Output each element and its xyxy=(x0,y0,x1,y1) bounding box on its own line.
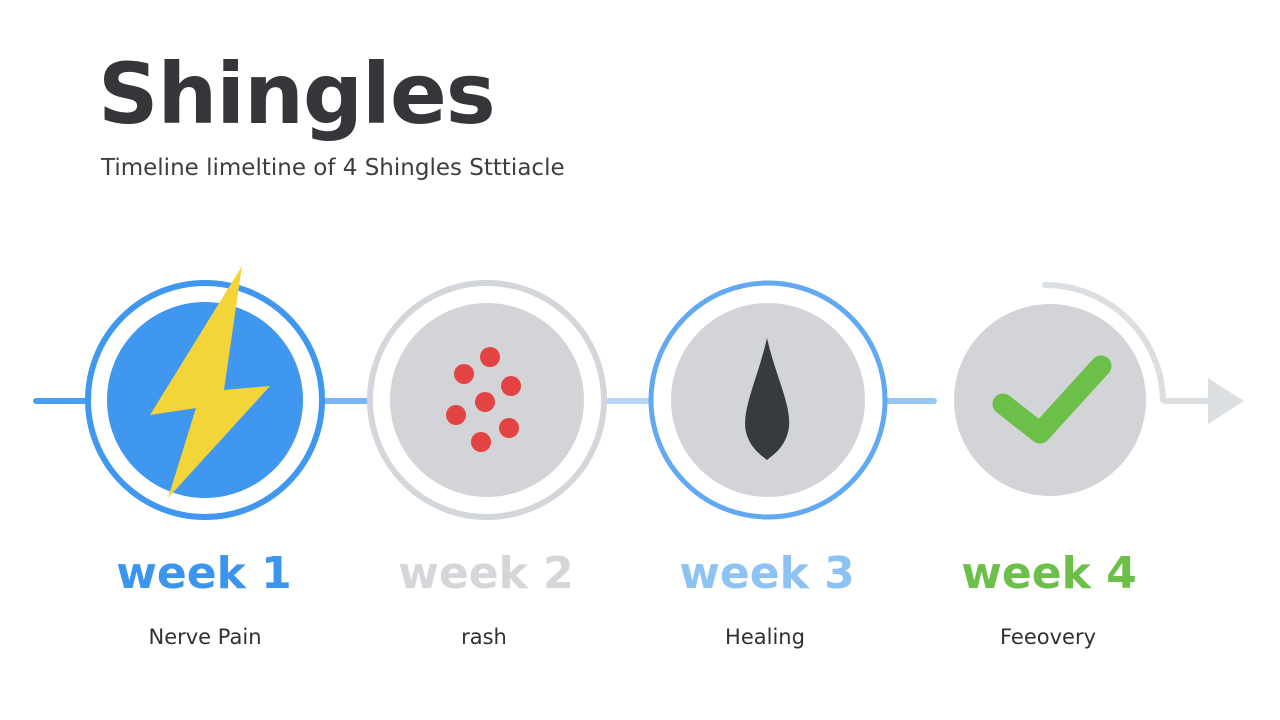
page-title: Shingles xyxy=(98,45,496,143)
stage-2-node xyxy=(367,280,607,520)
week-3-label: week 3 xyxy=(679,548,855,599)
stage-4-node xyxy=(954,282,1244,496)
stage-4-inner-circle xyxy=(954,304,1146,496)
stage-4-description: Feeovery xyxy=(999,625,1097,649)
stage-1-node xyxy=(85,266,325,520)
stage-3-description: Healing xyxy=(725,625,805,649)
lightning-bolt-icon xyxy=(150,266,270,498)
progress-arc xyxy=(1042,282,1166,403)
week-1-label: week 1 xyxy=(116,548,292,599)
week-4-label: week 4 xyxy=(961,548,1137,599)
checkmark-icon xyxy=(992,355,1112,444)
arrow-right-icon xyxy=(1208,378,1244,424)
stage-2-description: rash xyxy=(461,625,507,649)
stage-3-node xyxy=(648,280,888,520)
stage-1-description: Nerve Pain xyxy=(148,625,262,649)
rash-dots-icon xyxy=(446,347,521,452)
scab-drop-icon xyxy=(745,338,790,460)
week-2-label: week 2 xyxy=(398,548,574,599)
page-subtitle: Timeline limeltine of 4 Shingles Stttiac… xyxy=(101,155,565,181)
